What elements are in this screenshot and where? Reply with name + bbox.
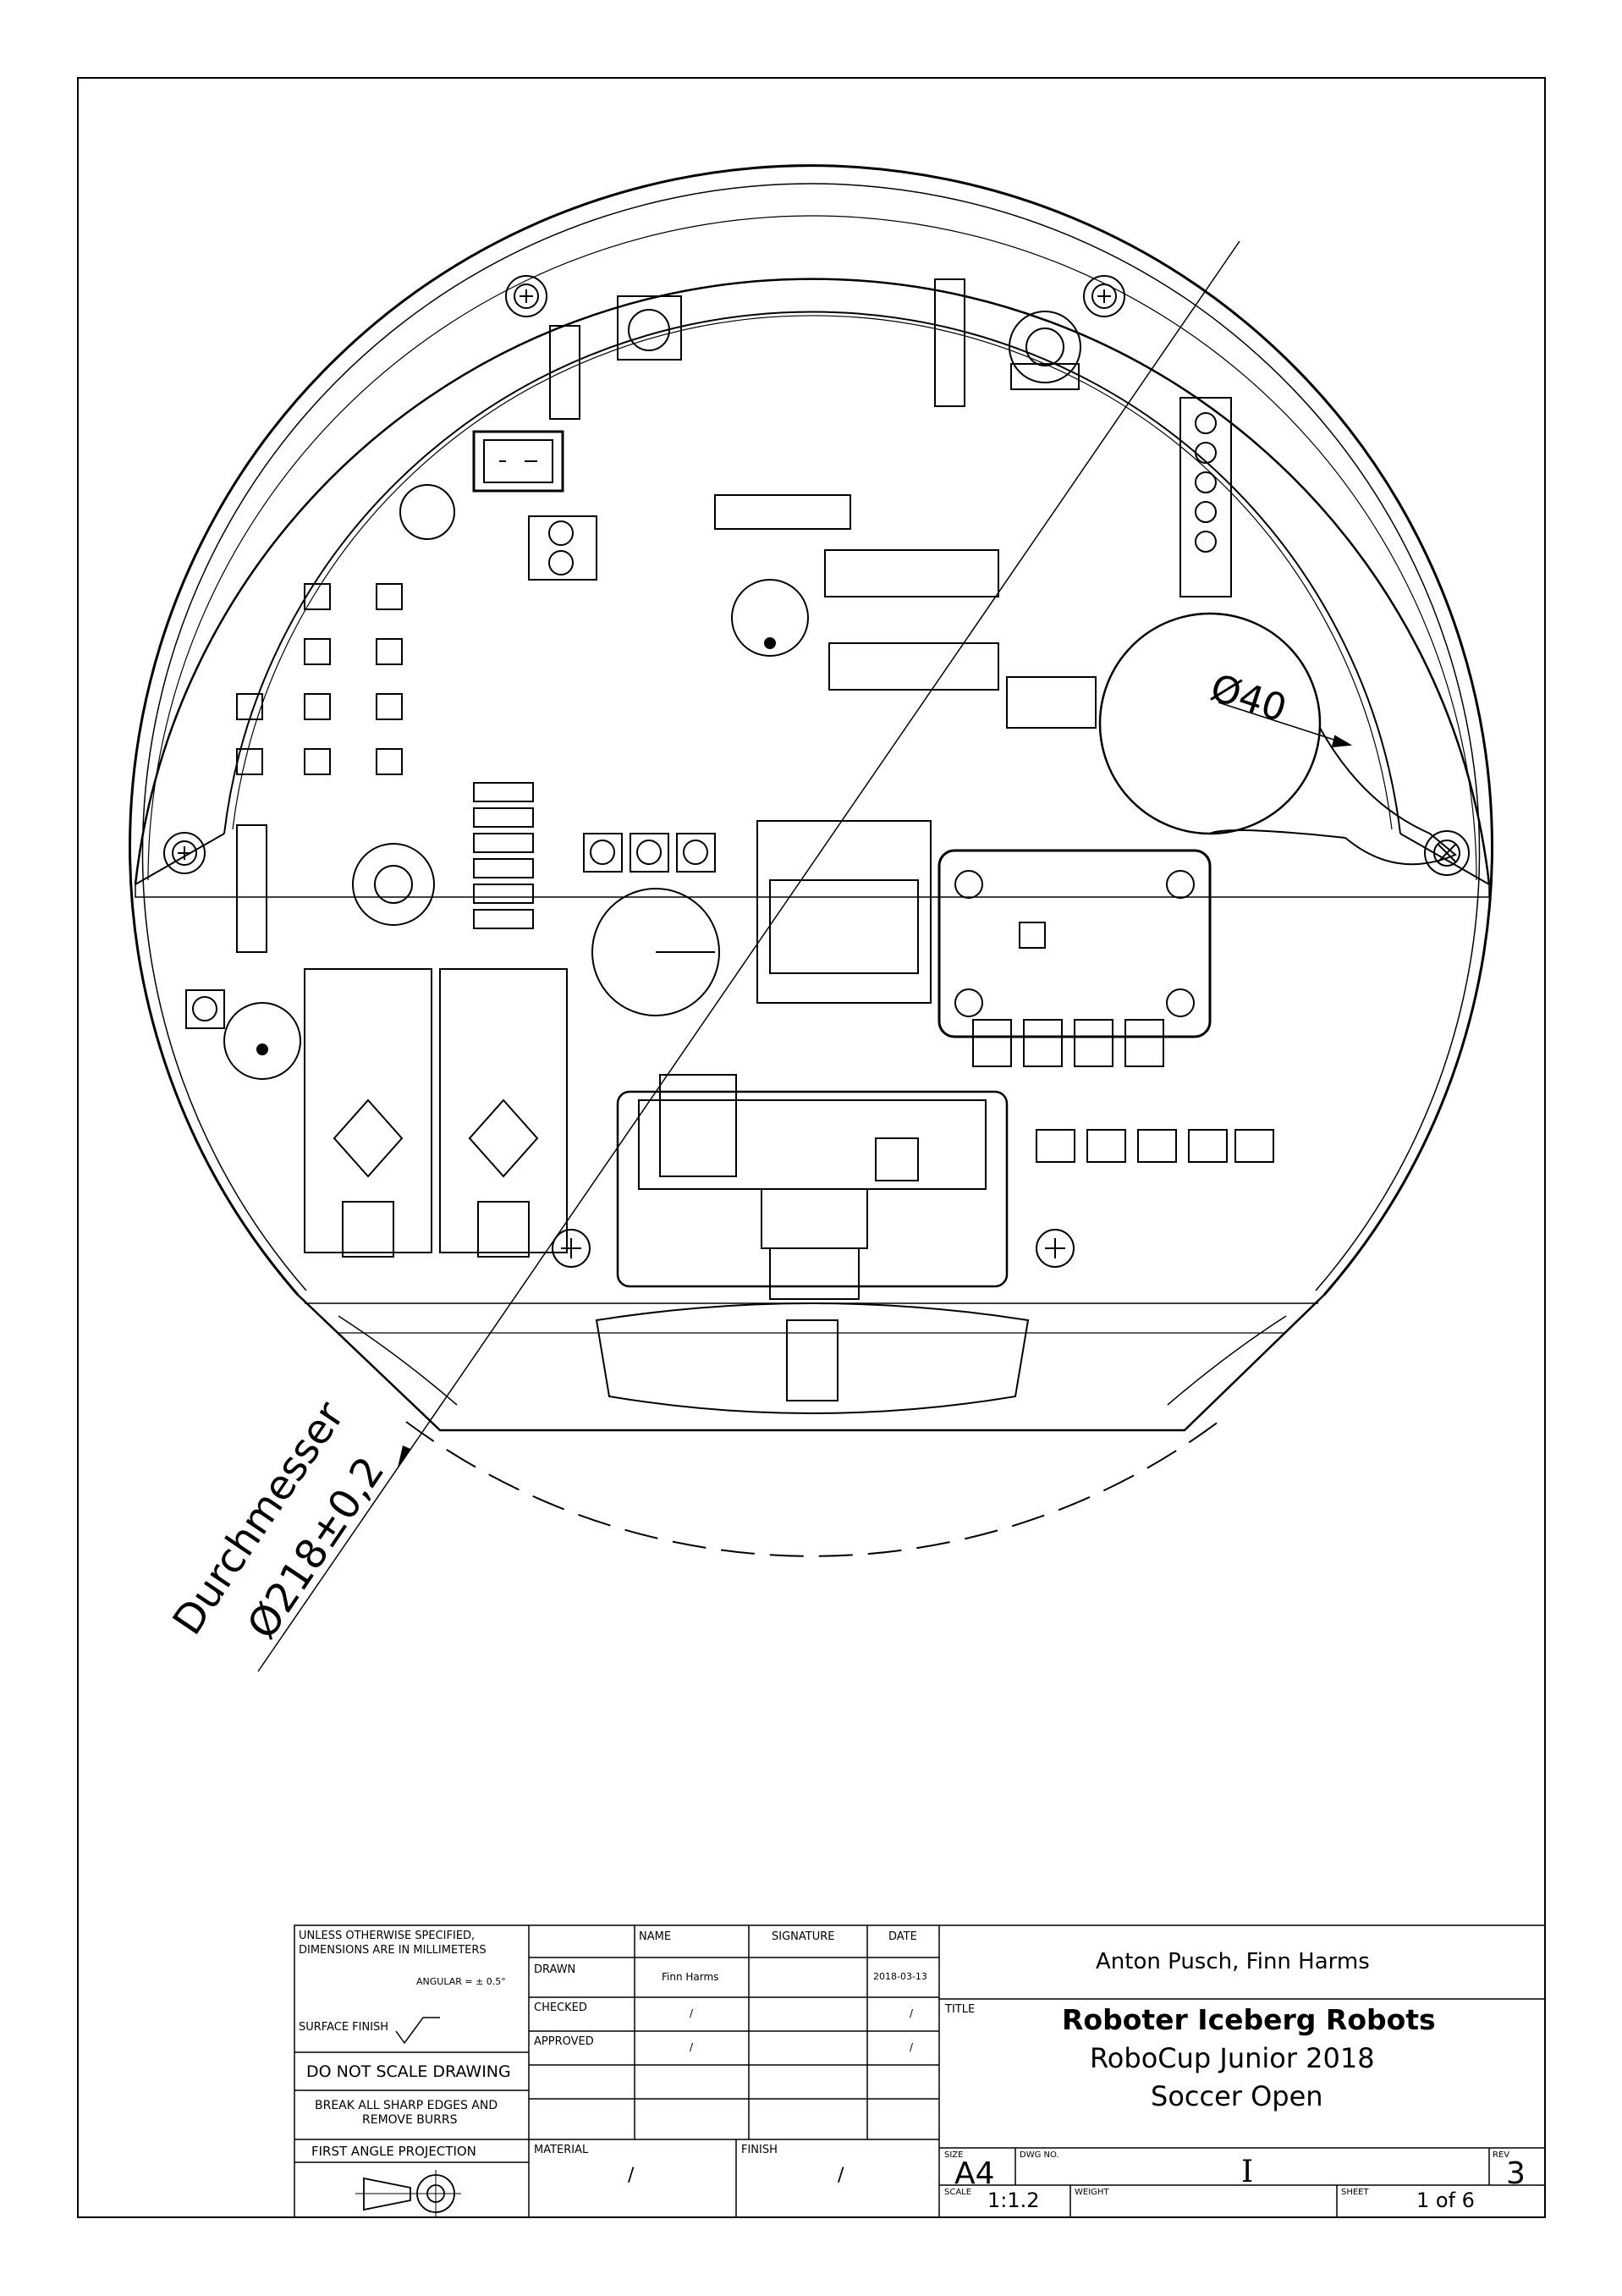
title-block-grid bbox=[294, 1924, 1546, 2218]
drawn-name: Finn Harms bbox=[662, 1971, 719, 1983]
ball-sensor-housing: Ø40 bbox=[1098, 612, 1457, 866]
title-line-3: Soccer Open bbox=[1151, 2080, 1323, 2112]
header-signature: SIGNATURE bbox=[772, 1930, 835, 1943]
weight-label: WEIGHT bbox=[1075, 2188, 1109, 2197]
material-label: MATERIAL bbox=[534, 2144, 589, 2156]
checked-label: CHECKED bbox=[534, 2001, 587, 2014]
header-name: NAME bbox=[639, 1930, 672, 1943]
sheet-value: 1 of 6 bbox=[1416, 2189, 1475, 2212]
size-label: SIZE bbox=[944, 2150, 964, 2160]
scale-label: SCALE bbox=[944, 2188, 972, 2197]
dwg-no-label: DWG NO. bbox=[1020, 2150, 1059, 2160]
checked-date: / bbox=[910, 2007, 914, 2019]
approved-label: APPROVED bbox=[534, 2035, 594, 2048]
drawn-date: 2018-03-13 bbox=[873, 1971, 927, 1982]
pcb-components bbox=[185, 278, 1287, 1414]
note-break-edges-1: BREAK ALL SHARP EDGES AND bbox=[315, 2099, 498, 2112]
top-cover-ring bbox=[134, 215, 1491, 898]
checked-name: / bbox=[690, 2007, 694, 2019]
finish-label: FINISH bbox=[741, 2144, 778, 2156]
approved-name: / bbox=[690, 2041, 694, 2053]
ring-screws bbox=[163, 275, 1470, 1268]
drawn-label: DRAWN bbox=[534, 1963, 576, 1976]
title-line-2: RoboCup Junior 2018 bbox=[1090, 2042, 1375, 2074]
approved-date: / bbox=[910, 2041, 914, 2053]
dwg-no-value: I bbox=[1241, 2155, 1254, 2189]
size-value: A4 bbox=[954, 2156, 995, 2191]
inner-diameter-label: Ø40 bbox=[1206, 666, 1292, 731]
rev-value: 3 bbox=[1506, 2156, 1526, 2191]
sheet-label: SHEET bbox=[1341, 2188, 1369, 2197]
title-label: TITLE bbox=[945, 2003, 976, 2016]
scale-value: 1:1.2 bbox=[987, 2189, 1040, 2212]
note-unless-specified: UNLESS OTHERWISE SPECIFIED, bbox=[299, 1930, 476, 1942]
note-break-edges-2: REMOVE BURRS bbox=[362, 2113, 458, 2127]
authors: Anton Pusch, Finn Harms bbox=[1096, 1949, 1370, 1974]
note-do-not-scale: DO NOT SCALE DRAWING bbox=[306, 2062, 511, 2081]
first-angle-projection-icon bbox=[355, 2170, 461, 2217]
note-angular: ANGULAR = ± 0.5° bbox=[416, 1976, 506, 1987]
note-projection: FIRST ANGLE PROJECTION bbox=[311, 2144, 476, 2159]
note-dimensions-unit: DIMENSIONS ARE IN MILLIMETERS bbox=[299, 1944, 487, 1957]
rev-label: REV bbox=[1493, 2150, 1510, 2160]
diameter-leader: Durchmesser Ø218±0,2 bbox=[164, 240, 1240, 1672]
finish-value: / bbox=[838, 2165, 844, 2186]
note-surface-finish: SURFACE FINISH bbox=[299, 2021, 389, 2034]
header-date: DATE bbox=[888, 1930, 917, 1943]
surface-finish-symbol bbox=[395, 2017, 440, 2045]
material-value: / bbox=[628, 2165, 635, 2186]
robot-body-outline bbox=[129, 164, 1493, 1557]
title-line-1: Roboter Iceberg Robots bbox=[1062, 2003, 1436, 2036]
